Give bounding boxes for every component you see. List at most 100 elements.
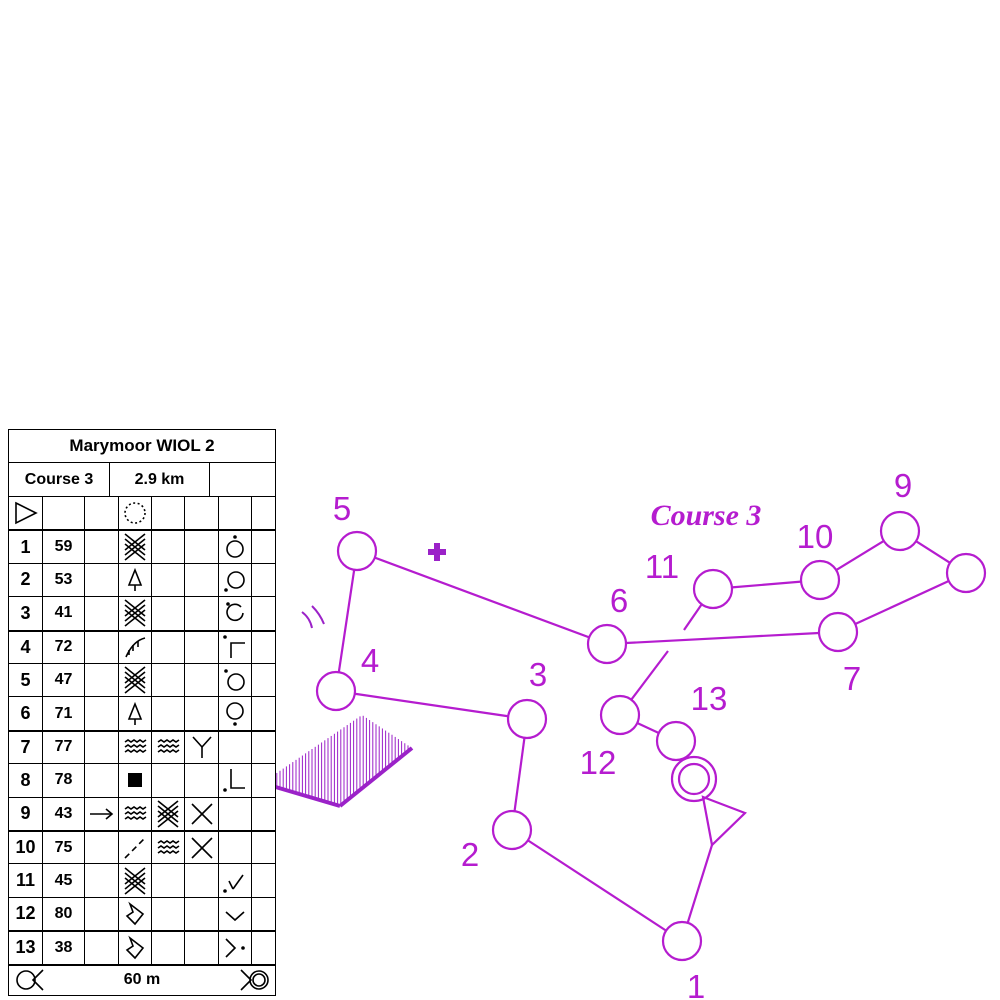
description-cell [251, 497, 275, 530]
description-cell [118, 897, 151, 931]
description-cell [184, 797, 218, 830]
marsh-icon [157, 839, 180, 854]
start-symbol-cell [9, 497, 42, 529]
description-cell [84, 631, 118, 663]
description-cell [151, 864, 184, 897]
description-cell [84, 832, 118, 864]
description-cell [118, 563, 151, 597]
control-number: 4 [20, 636, 31, 657]
description-cell [84, 932, 118, 964]
description-cell [218, 597, 251, 630]
east-part-icon [226, 602, 244, 622]
control-code: 45 [42, 864, 84, 897]
description-cell [218, 932, 251, 964]
leg-4-5 [337, 569, 356, 673]
description-cell [118, 731, 151, 764]
tree-icon [127, 701, 143, 725]
description-cell [184, 764, 218, 797]
description-cell [151, 897, 184, 931]
description-cell [118, 832, 151, 864]
course-climb [209, 463, 275, 496]
tree-icon [127, 567, 143, 591]
control-number: 7 [20, 736, 31, 757]
boulder-black-icon [128, 773, 142, 788]
description-cell [251, 664, 275, 697]
bend-icon [225, 911, 245, 922]
description-cell [118, 531, 151, 563]
description-cell [184, 897, 218, 931]
description-cell [251, 764, 275, 797]
description-cell [218, 897, 251, 931]
description-cell [251, 631, 275, 663]
thicket-icon [124, 866, 146, 895]
start-triangle-icon [701, 795, 748, 848]
leg-7-8 [854, 579, 950, 626]
description-cell [151, 664, 184, 697]
control-label-1: 1 [687, 968, 705, 1000]
control-number: 12 [15, 903, 36, 924]
re-entrant-icon [125, 935, 145, 960]
control-number: 3 [20, 602, 31, 623]
course-labels: 12345678910111213 [333, 467, 912, 1000]
description-cell [118, 932, 151, 964]
description-cell [184, 864, 218, 897]
description-cell [218, 497, 251, 530]
description-cell [184, 731, 218, 764]
description-cell [118, 864, 151, 897]
corner-inner-icon [223, 769, 245, 793]
description-cell [218, 864, 251, 897]
finish-double-circle-icon [240, 969, 269, 991]
thicket-icon [157, 800, 179, 828]
control-code: 77 [42, 731, 84, 764]
control-label-3: 3 [529, 656, 547, 693]
leg-11-12 [683, 603, 703, 631]
description-cell [251, 897, 275, 931]
crossing-icon [190, 803, 213, 825]
corner-outer-icon [223, 635, 245, 659]
control-code: 78 [42, 764, 84, 797]
control-circle-10 [799, 559, 841, 601]
control-label-12: 12 [580, 744, 617, 781]
leg-start-1 [686, 844, 714, 924]
control-code: 80 [42, 897, 84, 931]
description-cell [151, 531, 184, 563]
control-circle-4 [315, 670, 357, 712]
control-label-10: 10 [797, 518, 834, 555]
end-east-icon [225, 938, 245, 958]
description-cell [184, 497, 218, 530]
description-cell [151, 697, 184, 730]
card-title-row: Marymoor WIOL 2 [9, 430, 275, 462]
description-cell [251, 832, 275, 864]
start-c-cell [84, 497, 118, 530]
marsh-icon [124, 739, 147, 754]
description-cell [118, 797, 151, 830]
description-cell [218, 664, 251, 697]
thicket-icon [124, 666, 146, 694]
leg-12-13 [636, 722, 660, 734]
leg-6-7 [625, 631, 820, 645]
control-circle-3 [506, 698, 548, 740]
control-label-11: 11 [645, 548, 679, 585]
course-legs [337, 539, 951, 932]
control-circle-1 [661, 920, 703, 962]
description-cell [84, 597, 118, 630]
card-start-row [9, 496, 275, 530]
control-code: 72 [42, 631, 84, 663]
description-cell [218, 563, 251, 597]
control-number: 1 [20, 536, 31, 557]
description-cell [251, 697, 275, 730]
description-cell [184, 932, 218, 964]
control-number: 10 [15, 837, 36, 858]
description-cell [84, 797, 118, 830]
description-cell [184, 531, 218, 563]
marsh-icon [124, 805, 147, 820]
course-title: Course 3 [651, 499, 762, 532]
control-circle-7 [817, 611, 859, 653]
control-code: 71 [42, 697, 84, 730]
description-cell [151, 764, 184, 797]
